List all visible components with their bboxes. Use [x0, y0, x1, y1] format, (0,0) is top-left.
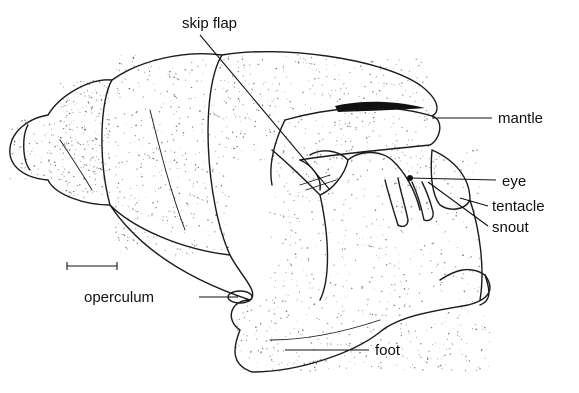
- scale-bar: [67, 262, 117, 270]
- label-skip-flap: skip flap: [182, 15, 237, 32]
- label-operculum: operculum: [84, 289, 154, 306]
- label-snout: snout: [492, 219, 530, 236]
- tentacle-leader: [460, 198, 488, 206]
- label-mantle: mantle: [498, 110, 543, 127]
- label-foot: foot: [375, 342, 401, 359]
- skip-flap-leader: [200, 35, 330, 190]
- mantle-region: [271, 102, 440, 190]
- foot-body: [228, 195, 490, 372]
- eye-leader: [410, 178, 496, 180]
- skip-flap: [272, 150, 348, 195]
- stipple-texture: [9, 54, 490, 372]
- label-eye: eye: [502, 173, 526, 190]
- label-tentacle: tentacle: [492, 198, 545, 215]
